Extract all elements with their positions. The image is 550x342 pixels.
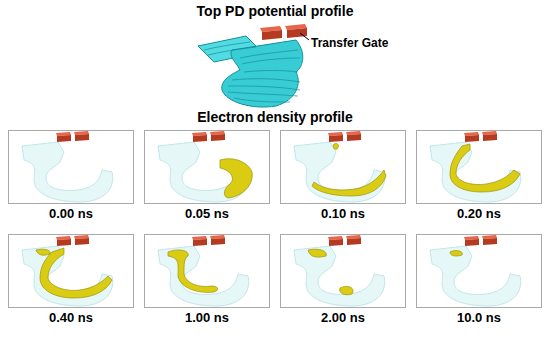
electron-density — [340, 286, 353, 294]
leader-line — [300, 33, 309, 40]
section-title: Top PD potential profile — [197, 3, 354, 19]
potential-contours — [204, 42, 300, 102]
pd-outline — [430, 142, 521, 202]
time-panel: 0.05 ns — [144, 130, 270, 221]
time-label: 1.00 ns — [144, 310, 270, 325]
transfer-gate — [260, 24, 307, 40]
density-panel — [8, 130, 134, 205]
section-title: Electron density profile — [197, 109, 353, 125]
electron-density — [220, 159, 252, 198]
time-panel: 0.10 ns — [280, 130, 406, 221]
pd-outline — [158, 246, 249, 306]
pd-outline — [22, 142, 113, 202]
panel-frame — [9, 131, 134, 204]
density-panel — [280, 130, 406, 205]
density-panel — [144, 234, 270, 309]
potential-profile — [198, 24, 309, 107]
part-label: Transfer Gate — [311, 36, 388, 50]
density-panel — [416, 130, 542, 205]
density-panel — [280, 234, 406, 309]
time-panel: 0.20 ns — [416, 130, 542, 221]
time-label: 0.05 ns — [144, 206, 270, 221]
panel-frame — [417, 131, 542, 204]
pd-outline — [22, 246, 113, 306]
panel-frame — [281, 131, 406, 204]
electron-density — [36, 249, 50, 255]
gate-symbol — [192, 131, 225, 142]
pd-outline — [430, 246, 521, 306]
time-panel: 0.40 ns — [8, 234, 134, 325]
electron-density — [450, 251, 462, 256]
panel-frame — [145, 131, 270, 204]
panel-frame — [417, 235, 542, 308]
gate-symbol — [464, 235, 497, 246]
gate-symbol — [56, 235, 89, 246]
density-panel — [8, 234, 134, 309]
electron-density — [168, 250, 218, 292]
density-panel — [144, 130, 270, 205]
electron-density — [308, 249, 326, 257]
gate-symbol — [328, 235, 361, 246]
time-panel: 0.00 ns — [8, 130, 134, 221]
gate-symbol — [464, 131, 497, 142]
time-label: 0.10 ns — [280, 206, 406, 221]
panel-frame — [145, 235, 270, 308]
electron-density — [40, 248, 112, 298]
gate-symbol — [328, 131, 361, 142]
time-panel: 1.00 ns — [144, 234, 270, 325]
electron-density — [450, 144, 520, 192]
pd-outline — [294, 246, 385, 306]
time-label: 10.0 ns — [416, 310, 542, 325]
time-panel: 10.0 ns — [416, 234, 542, 325]
time-label: 0.20 ns — [416, 206, 542, 221]
density-panel — [416, 234, 542, 309]
time-panel: 2.00 ns — [280, 234, 406, 325]
electron-density — [333, 143, 338, 149]
panel-frame — [281, 235, 406, 308]
time-label: 0.40 ns — [8, 310, 134, 325]
gate-symbol — [56, 131, 89, 142]
gate-symbol — [192, 235, 225, 246]
time-label: 2.00 ns — [280, 310, 406, 325]
time-label: 0.00 ns — [8, 206, 134, 221]
electron-density — [312, 170, 386, 196]
panel-frame — [9, 235, 134, 308]
